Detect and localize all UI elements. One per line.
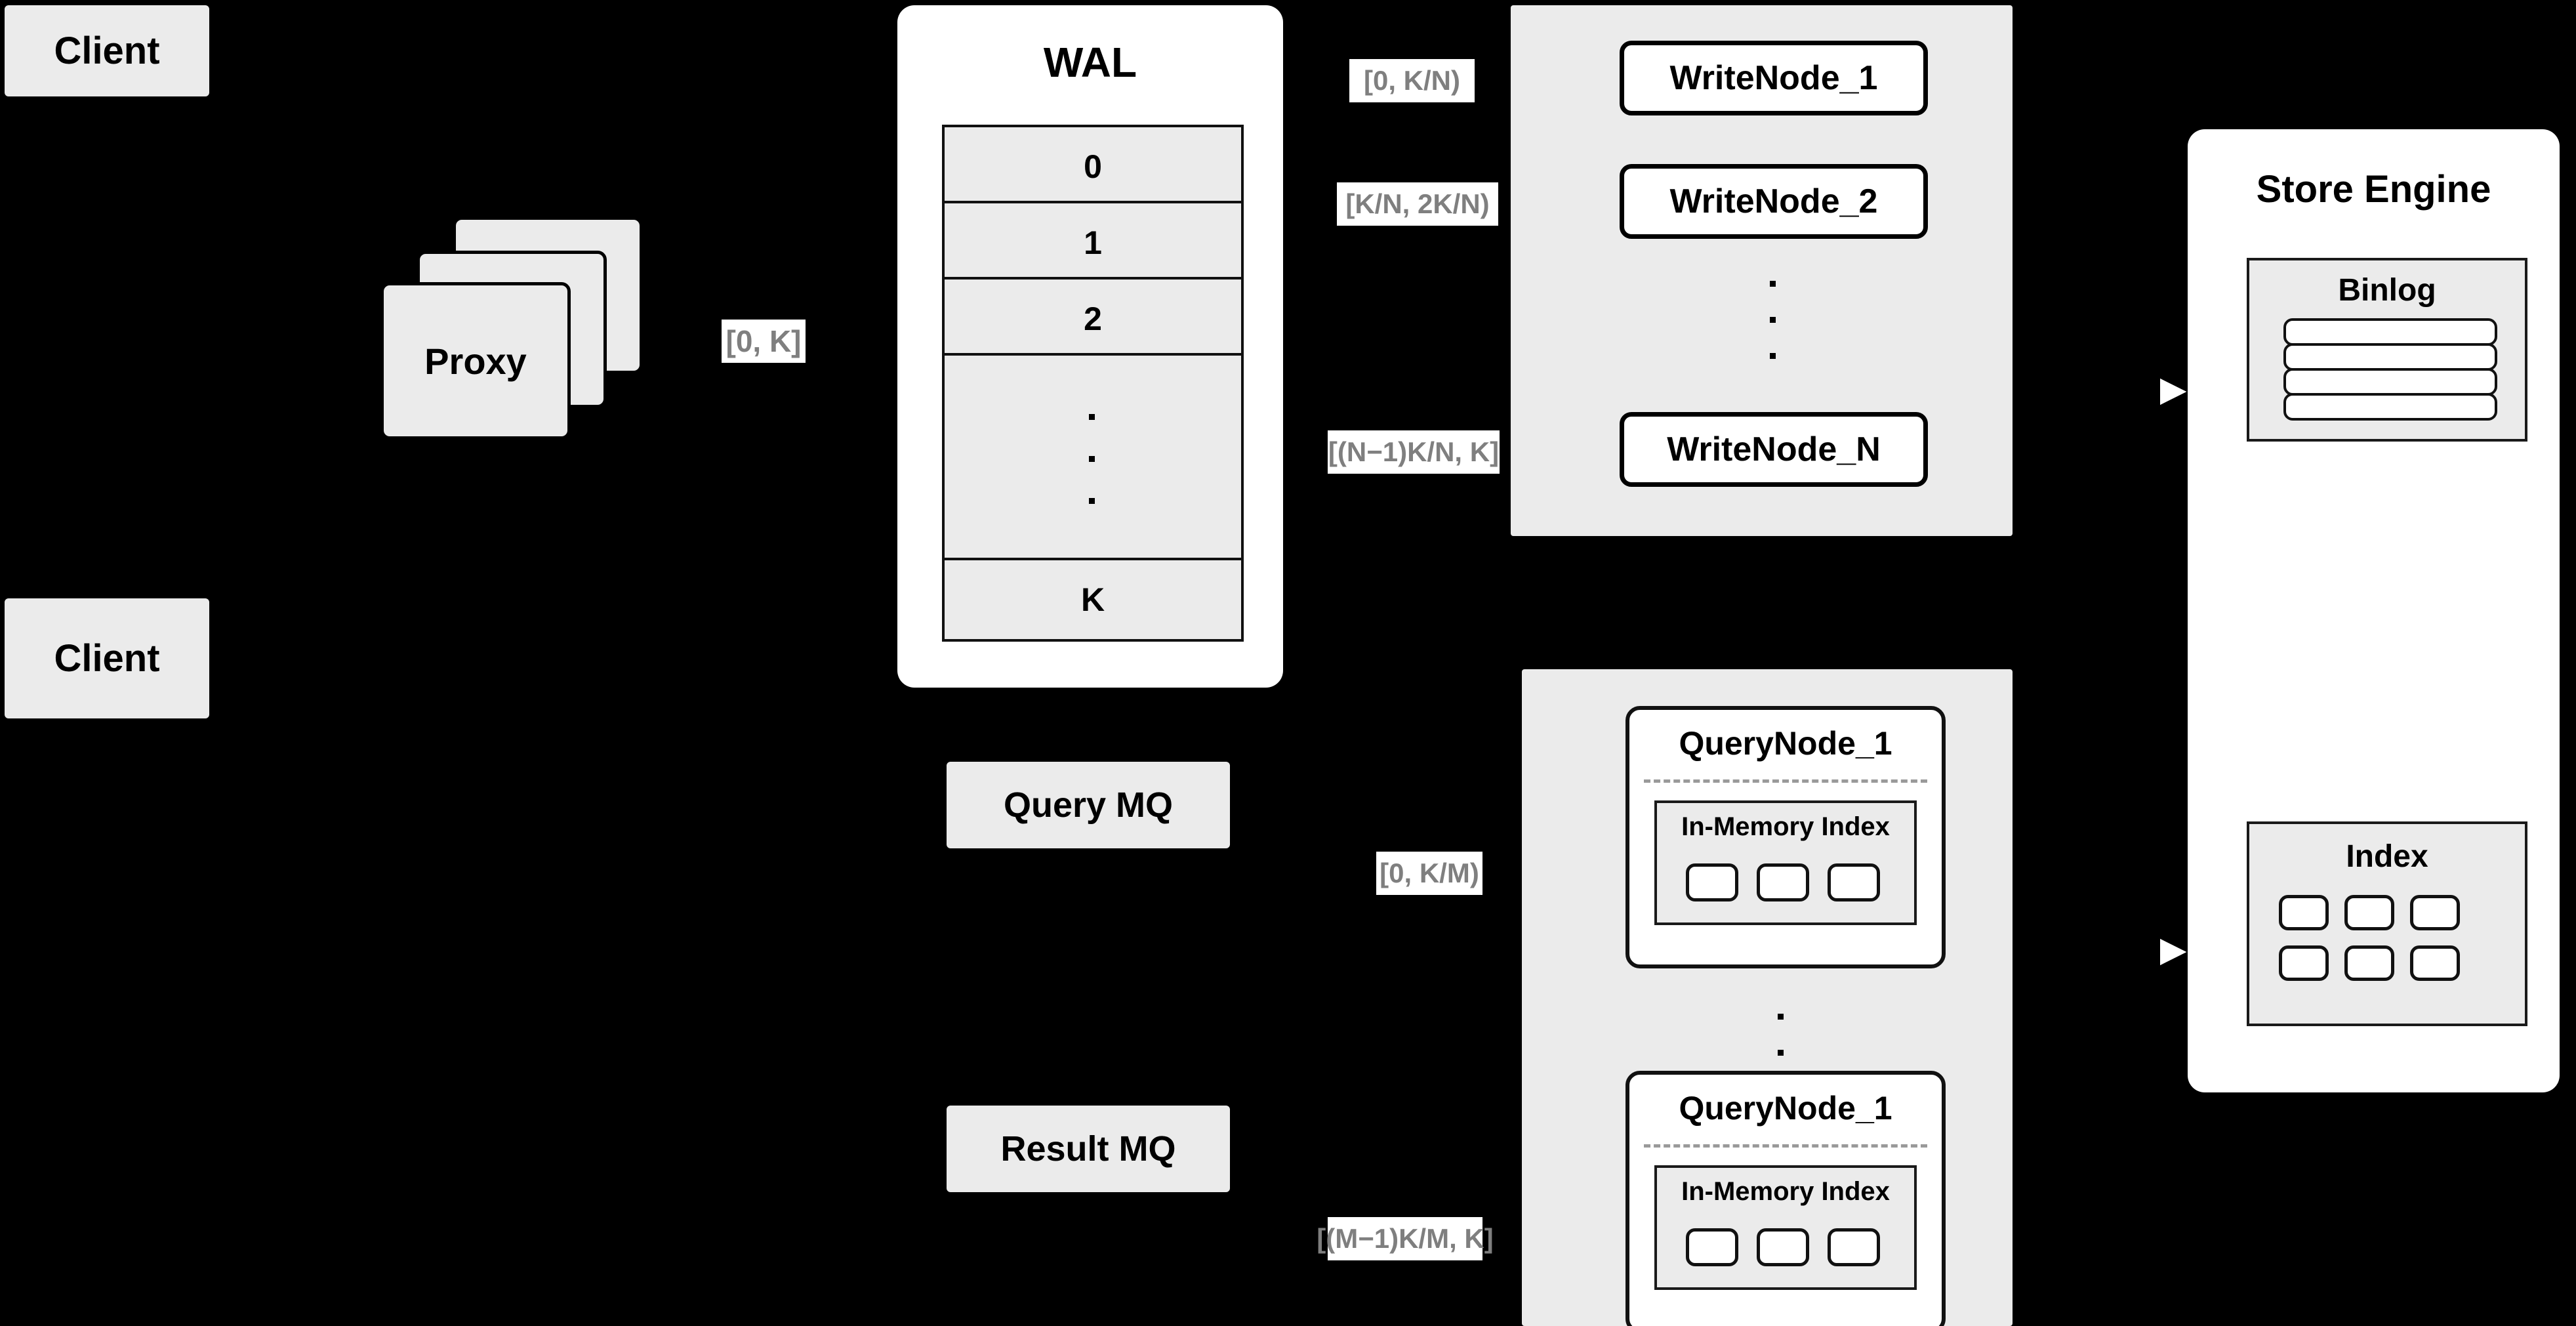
ellipsis-dot [1770,353,1776,359]
query-node-m-separator [1644,1144,1927,1148]
ellipsis-dot [1778,1050,1784,1056]
wal-entry-label: 2 [1084,300,1102,337]
binlog-row[interactable] [2283,368,2497,396]
query-mq-label: Query MQ [1003,785,1174,825]
wal-entry[interactable]: 1 [942,201,1244,285]
edge-label-write-node-2: [K/N, 2K/N) [1337,182,1498,226]
wal-entry-label: 0 [1084,148,1102,185]
wal-container: WAL 0 1 2 K [897,5,1283,688]
index-cell[interactable] [2344,895,2394,930]
wal-entry-label: 1 [1084,224,1102,261]
query-node-1-label: QueryNode_1 [1679,725,1892,762]
edge-label-write-node-2-text: [K/N, 2K/N) [1345,188,1490,219]
ellipsis-dot [1089,456,1095,462]
arrow-line-binlog [2123,389,2162,392]
edge-label-write-node-n-text: [(N−1)K/N, K] [1328,436,1500,467]
binlog-container: Binlog [2247,258,2527,442]
ellipsis-dot [1770,281,1776,287]
binlog-row[interactable] [2283,393,2497,421]
in-memory-index-slot[interactable] [1757,863,1809,901]
edge-label-write-node-1: [0, K/N) [1349,59,1475,102]
in-memory-index-slot[interactable] [1757,1228,1809,1266]
write-node-ellipsis [1770,281,1778,386]
binlog-row[interactable] [2283,343,2497,371]
in-memory-index-slot[interactable] [1686,1228,1738,1266]
arrow-line-index [2123,950,2162,953]
edge-label-query-node-1: [0, K/M) [1376,852,1482,895]
binlog-title: Binlog [2338,273,2436,308]
edge-label-write-node-1-text: [0, K/N) [1364,65,1460,96]
in-memory-index-m: In-Memory Index [1654,1165,1917,1290]
write-node-group: WriteNode_1 WriteNode_2 WriteNode_N [1511,5,2013,536]
index-cell[interactable] [2279,895,2329,930]
wal-entry-ellipsis [942,353,1244,566]
in-memory-index-1-label: In-Memory Index [1681,812,1890,841]
query-mq-box[interactable]: Query MQ [947,762,1230,848]
binlog-row[interactable] [2283,318,2497,346]
proxy-stack[interactable]: Proxy [380,217,669,440]
in-memory-index-1: In-Memory Index [1654,800,1917,925]
in-memory-index-slot[interactable] [1686,863,1738,901]
proxy-label: Proxy [424,340,527,382]
client-box-2[interactable]: Client [5,598,209,718]
index-cell[interactable] [2410,895,2460,930]
write-node-2[interactable]: WriteNode_2 [1620,164,1928,239]
result-mq-label: Result MQ [1000,1129,1176,1169]
client-box-2-label: Client [54,637,160,680]
index-cell[interactable] [2344,945,2394,981]
client-box-1-label: Client [54,30,160,72]
query-node-group: QueryNode_1 In-Memory Index QueryNode_1 … [1522,669,2013,1326]
in-memory-index-m-label: In-Memory Index [1681,1177,1890,1206]
store-engine-title: Store Engine [2256,168,2491,211]
wal-entry-label: K [1080,581,1105,618]
index-title: Index [2346,839,2428,874]
write-node-1[interactable]: WriteNode_1 [1620,41,1928,115]
query-node-1-separator [1644,779,1927,783]
proxy-card-front[interactable]: Proxy [380,282,571,440]
query-node-m-label: QueryNode_1 [1679,1090,1892,1127]
index-cell[interactable] [2279,945,2329,981]
in-memory-index-slot[interactable] [1828,1228,1880,1266]
ellipsis-dot [1770,317,1776,323]
wal-entry[interactable]: 0 [942,125,1244,209]
ellipsis-dot [1778,1014,1784,1020]
wal-entry-list: 0 1 2 K [942,125,1244,642]
query-node-1[interactable]: QueryNode_1 In-Memory Index [1625,706,1946,968]
wal-entry[interactable]: K [942,558,1244,642]
edge-label-query-node-m-text: [(M−1)K/M, K] [1317,1223,1494,1254]
wal-entry[interactable]: 2 [942,277,1244,361]
edge-label-proxy-to-wal-text: [0, K] [726,324,802,358]
write-node-2-label: WriteNode_2 [1669,182,1878,220]
result-mq-box[interactable]: Result MQ [947,1106,1230,1192]
index-container: Index [2247,821,2527,1026]
write-node-n[interactable]: WriteNode_N [1620,412,1928,487]
wal-title: WAL [1043,39,1137,86]
edge-label-query-node-m: [(M−1)K/M, K] [1317,1217,1494,1260]
in-memory-index-slot[interactable] [1828,863,1880,901]
arrow-head-binlog-icon [2157,373,2194,411]
index-cell[interactable] [2410,945,2460,981]
write-node-n-label: WriteNode_N [1667,430,1881,468]
edge-label-query-node-1-text: [0, K/M) [1380,858,1479,888]
edge-label-proxy-to-wal: [0, K] [722,320,806,363]
ellipsis-dot [1089,414,1095,420]
query-node-m[interactable]: QueryNode_1 In-Memory Index [1625,1071,1946,1326]
ellipsis-dot [1089,498,1095,504]
write-node-1-label: WriteNode_1 [1669,59,1878,97]
edge-label-write-node-n: [(N−1)K/N, K] [1328,430,1500,474]
client-box-1[interactable]: Client [5,5,209,96]
arrow-head-index-icon [2157,933,2194,971]
store-engine-container: Store Engine Binlog Index [2188,129,2560,1092]
